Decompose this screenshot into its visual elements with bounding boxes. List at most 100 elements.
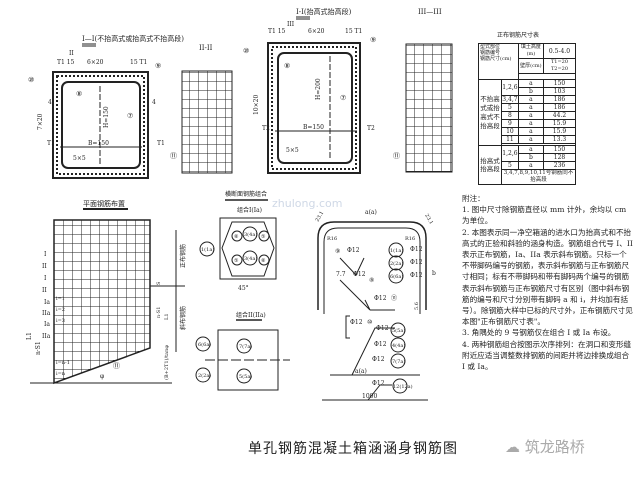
label: 斜布钢筋	[179, 306, 187, 330]
label: i=n	[56, 371, 66, 377]
label: ⑩	[28, 76, 34, 84]
table-title: 正布钢筋尺寸表	[497, 32, 540, 39]
table-diag-header: 型式部位 钢筋编号 钢筋尺寸(cm)	[478, 43, 519, 80]
section-1-1-raised: I-I(抬高式抬高段) T1 15 6×20 15 T1 III 10×20 H…	[243, 7, 376, 174]
label: R16	[327, 236, 337, 242]
label: Φ12	[353, 271, 366, 278]
label: n·S1	[156, 307, 162, 318]
label: Φ12	[372, 380, 385, 387]
label: 5×5	[286, 147, 299, 154]
label: 正布钢筋	[179, 244, 187, 268]
label: 3,4,7,8,9,10,11号钢筋同不抬高段	[501, 169, 576, 185]
label: II-II	[199, 44, 213, 52]
label: Φ12	[372, 356, 385, 363]
label: i=3	[56, 318, 65, 324]
label: ⑧	[369, 277, 374, 284]
label: 4	[48, 99, 52, 106]
label: 9	[501, 119, 519, 128]
label: 3(4a)	[244, 255, 257, 262]
label: ⑦	[127, 112, 133, 120]
label: B=150	[303, 124, 324, 131]
label: Φ12	[347, 247, 360, 254]
diag-bar-no-label: 钢筋编号	[480, 50, 501, 56]
label: 抬高式抬高段	[478, 145, 502, 185]
label: Ia	[44, 321, 50, 328]
label: 23.1	[315, 210, 326, 223]
label: L1	[164, 313, 170, 320]
label: 5	[501, 103, 519, 112]
label: 103	[542, 87, 577, 96]
label: a	[517, 103, 544, 112]
label: i=1	[56, 296, 65, 302]
label: ⑪	[391, 294, 397, 302]
label: ⑨	[335, 248, 340, 255]
label: a(a)	[365, 209, 377, 216]
label: a	[517, 119, 544, 128]
label: 7.7	[336, 271, 346, 278]
label: 128	[542, 153, 577, 162]
label: 1,2,6	[501, 145, 519, 162]
label: 7(7a)	[239, 343, 252, 350]
label: 壁厚(cm)	[517, 58, 544, 74]
label: 186	[542, 103, 577, 112]
wechat-icon: ☁	[505, 438, 525, 456]
label: 45°	[238, 285, 249, 292]
note-2: 2. 本图表示同一净空箱涵的进水口为抬高式和不抬高式的正验和斜验的涵身构造。钢筋…	[462, 227, 633, 327]
plan-rebar-layout: 平面钢筋布置 I II I II Ia IIa Ia IIa i=1 i=2 i…	[26, 199, 187, 385]
label: 236	[542, 161, 577, 170]
label: I	[44, 251, 47, 258]
label: ⑤	[261, 234, 266, 240]
label: 7(7a)	[392, 358, 405, 365]
label: 6(6a)	[390, 273, 403, 280]
box-outline	[52, 71, 149, 179]
label: I	[44, 275, 47, 282]
label: ⑤	[234, 258, 239, 264]
label: 15.9	[542, 127, 577, 136]
label: 150	[542, 79, 577, 88]
label: ⑧	[234, 234, 239, 240]
label: III	[287, 21, 295, 28]
section-1-1: I—I(不抬高式或抬高式不抬高段) T1 15 6×20 15 T1 II 7×…	[28, 34, 184, 179]
notes-heading: 附注：	[462, 194, 485, 203]
label: II	[42, 263, 47, 270]
label: 15 T1	[345, 28, 362, 35]
label: T1=20 T2=20	[542, 58, 577, 74]
label: i=2	[56, 307, 65, 313]
label: 10	[501, 127, 519, 136]
label: I-I(抬高式抬高段)	[296, 7, 352, 16]
label: R16	[405, 236, 415, 242]
box-inner	[61, 81, 141, 169]
label: 6×20	[308, 28, 325, 35]
label: 5(5a)	[392, 327, 405, 334]
label: III—III	[418, 8, 442, 16]
label: 5×5	[73, 155, 86, 162]
label: ⑪	[113, 362, 120, 370]
label: a	[517, 111, 544, 120]
label: a	[517, 135, 544, 144]
label: Φ12	[410, 272, 423, 279]
label: T1	[157, 140, 165, 147]
label: 3,4,7	[501, 95, 519, 104]
label: ⑧	[261, 258, 266, 264]
label: 7×20	[37, 113, 44, 130]
label: 2(2a)	[198, 372, 211, 379]
label: T1 15	[268, 28, 286, 35]
label: L1	[26, 332, 33, 340]
label: 6×20	[87, 59, 104, 66]
label: i=n-1	[56, 360, 70, 366]
label: a	[517, 145, 544, 154]
diag-type-label: 型式部位	[480, 44, 501, 50]
label: 23.1	[423, 213, 434, 226]
label: 4	[152, 99, 156, 106]
label: ⑪	[170, 152, 177, 160]
label: (B+2T1)/tanφ	[163, 345, 170, 380]
label: II	[42, 287, 47, 294]
label: b	[517, 153, 544, 162]
note-3: 3. 角隅处的 9 号钢筋仅在组合 I 或 Ia 布设。	[462, 328, 616, 338]
label: ⑨	[370, 36, 376, 44]
cross-section-combos: 横断面钢筋组合 组合I(Ia) 45° ⑧ 3(4a) ⑤ 1(1a) ⑤ 3(…	[195, 190, 290, 391]
label: 4(4a)	[392, 342, 405, 349]
label: a	[517, 161, 544, 170]
label: ⑦	[340, 94, 346, 102]
label: 不抬高式或抬高式不抬高段	[478, 79, 502, 146]
